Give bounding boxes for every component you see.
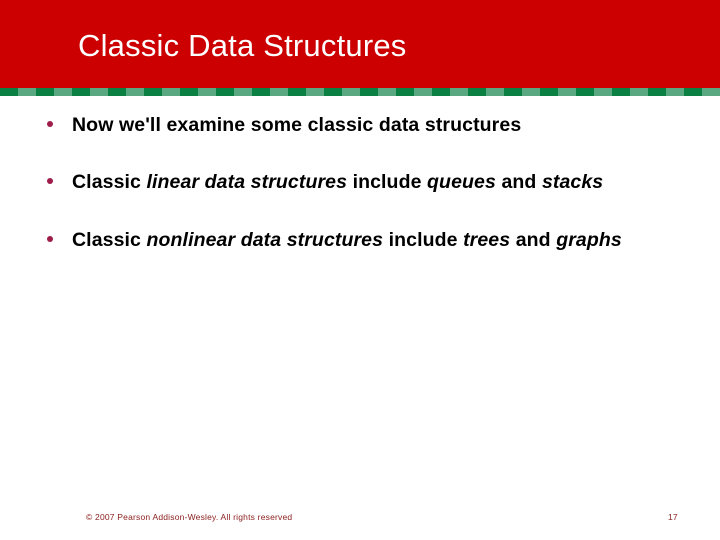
list-item: Classic linear data structures include q…: [0, 167, 720, 197]
divider-dash: [648, 88, 666, 96]
divider-dash: [432, 88, 450, 96]
bullet-text-3: Classic nonlinear data structures includ…: [72, 229, 622, 251]
divider-dash: [612, 88, 630, 96]
list-item: Now we'll examine some classic data stru…: [0, 110, 720, 140]
divider-dash: [576, 88, 594, 96]
slide-body: Now we'll examine some classic data stru…: [0, 110, 720, 285]
page-title: Classic Data Structures: [78, 28, 407, 63]
footer-page-number: 17: [668, 512, 678, 522]
bullet-dot-icon: [47, 121, 53, 127]
bullet-dot-icon: [47, 178, 53, 184]
divider-dash: [324, 88, 342, 96]
bullet-text-2: Classic linear data structures include q…: [72, 171, 604, 193]
divider-dash: [108, 88, 126, 96]
divider-dash: [216, 88, 234, 96]
divider-dash: [180, 88, 198, 96]
divider-dash: [72, 88, 90, 96]
divider-dash: [540, 88, 558, 96]
divider-dash: [252, 88, 270, 96]
footer-copyright: © 2007 Pearson Addison-Wesley. All right…: [86, 512, 293, 522]
divider-dash: [0, 88, 18, 96]
divider-dash: [396, 88, 414, 96]
divider-dash: [36, 88, 54, 96]
divider-dash: [468, 88, 486, 96]
list-item: Classic nonlinear data structures includ…: [0, 225, 720, 255]
divider-dash: [360, 88, 378, 96]
divider-dash: [504, 88, 522, 96]
divider-dash: [144, 88, 162, 96]
bullet-text-1: Now we'll examine some classic data stru…: [72, 114, 522, 136]
divider-dash: [684, 88, 702, 96]
title-banner: Classic Data Structures: [0, 0, 720, 88]
bullet-dot-icon: [47, 236, 53, 242]
divider-dash: [288, 88, 306, 96]
green-dashed-divider: [0, 88, 720, 96]
